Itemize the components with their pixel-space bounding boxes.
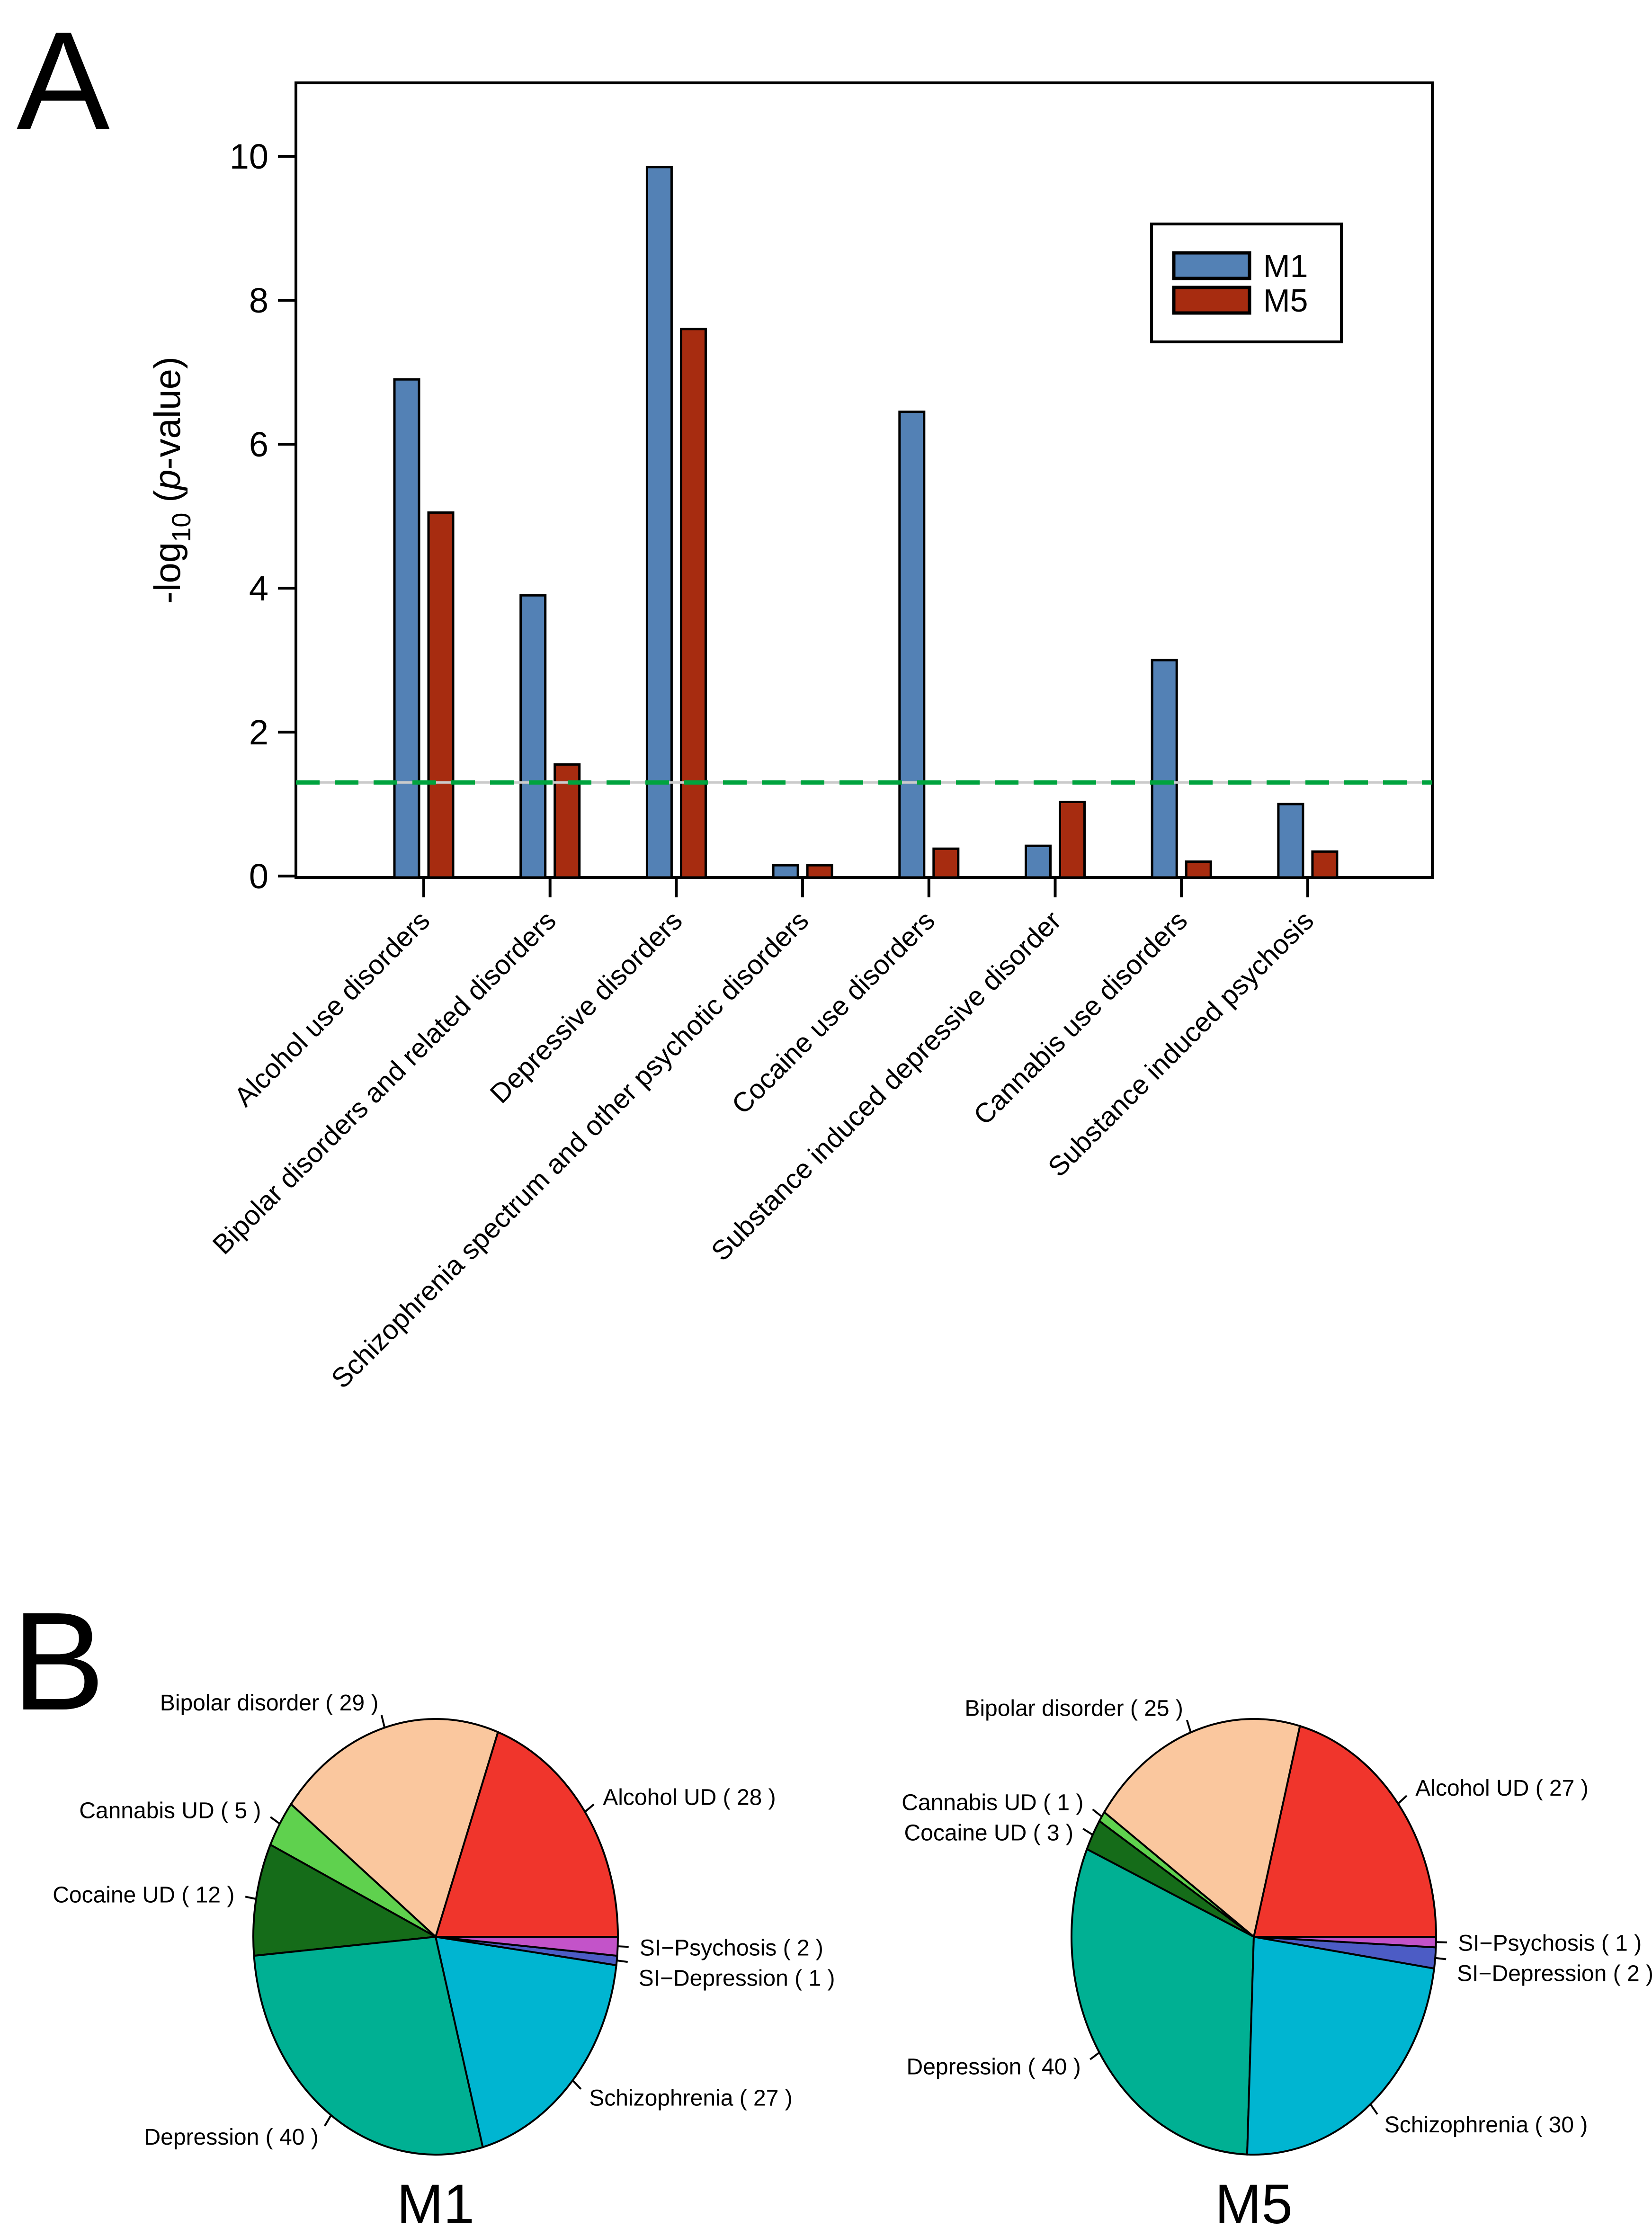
bar-m1-7: [1151, 659, 1178, 879]
pie-label-leader: [380, 1715, 386, 1728]
y-axis-tick-label: 10: [230, 137, 268, 176]
bar-m1-4: [772, 864, 799, 879]
bar-m5-1: [427, 511, 455, 879]
pie-label-cannabis-ud: Cannabis UD ( 5 ): [79, 1799, 261, 1824]
x-axis-category-label: Cocaine use disorders: [726, 905, 941, 1120]
pie-label-bipolar-disorder: Bipolar disorder ( 25 ): [964, 1696, 1183, 1721]
pie-slice-schizophrenia: [434, 1935, 617, 2148]
pie-label-cocaine-ud: Cocaine UD ( 3 ): [904, 1821, 1073, 1846]
bar-m5-7: [1185, 860, 1212, 879]
bar-m1-3: [645, 166, 673, 879]
pie-label-depression: Depression ( 40 ): [144, 2125, 319, 2150]
y-axis-tick-label: 0: [249, 857, 268, 896]
pie-label-depression: Depression ( 40 ): [907, 2055, 1081, 2080]
pie-slice-bipolar-disorder: [1103, 1718, 1301, 1939]
y-axis-title: -log10 (p-value): [146, 357, 196, 604]
pie-label-cannabis-ud: Cannabis UD ( 1 ): [902, 1790, 1083, 1816]
legend-swatch-m5: [1172, 286, 1251, 315]
bar-m1-2: [519, 594, 547, 879]
pie-label-leader: [1089, 2051, 1100, 2060]
pie-label-si-psychosis: SI−Psychosis ( 1 ): [1458, 1931, 1642, 1956]
pie-label-leader: [616, 1960, 628, 1963]
bar-m5-5: [932, 847, 960, 879]
pie-slice-depression: [1071, 1848, 1255, 2156]
pie-label-schizophrenia: Schizophrenia ( 27 ): [589, 2085, 793, 2111]
pie-label-cocaine-ud: Cocaine UD ( 12 ): [53, 1882, 234, 1907]
pie-label-alcohol-ud: Alcohol UD ( 27 ): [1415, 1776, 1588, 1801]
bar-m5-3: [679, 328, 707, 879]
panel-b-figure: B Alcohol UD ( 28 ) Bipolar disorder ( 29…: [12, 1583, 1652, 2236]
pie-label-leader: [617, 1945, 629, 1948]
pie-chart-m1: Alcohol UD ( 28 ) Bipolar disorder ( 29 )…: [53, 1691, 835, 2236]
pie-caption-m1: M1: [397, 2173, 474, 2236]
pie-label-si-depression: SI−Depression ( 2 ): [1457, 1961, 1652, 1986]
legend-label-m5: M5: [1263, 283, 1308, 319]
x-axis-category-label: Cannabis use disorders: [968, 905, 1194, 1131]
legend-label-m1: M1: [1263, 248, 1308, 284]
y-axis-tick-label: 4: [249, 569, 268, 608]
plot-box: [295, 81, 1434, 879]
y-axis-tick-label: 2: [249, 713, 268, 752]
pie-chart-m5: Alcohol UD ( 27 ) Bipolar disorder ( 25 )…: [902, 1696, 1652, 2236]
pie-slice-bipolar-disorder: [289, 1718, 500, 1939]
bar-m1-6: [1025, 844, 1052, 879]
pie-label-leader: [584, 1803, 595, 1813]
pie-label-leader: [572, 2079, 582, 2090]
pie-label-leader: [1082, 1828, 1093, 1836]
pie-label-leader: [1397, 1795, 1408, 1805]
pie-slice-si-psychosis: [1253, 1936, 1438, 1949]
pie-label-si-depression: SI−Depression ( 1 ): [639, 1966, 835, 1991]
y-axis-tick-label: 6: [249, 425, 268, 464]
pie-caption-m5: M5: [1215, 2173, 1293, 2236]
pie-label-leader: [269, 1816, 281, 1825]
pie-label-si-psychosis: SI−Psychosis ( 2 ): [640, 1935, 823, 1960]
pie-label-leader: [324, 2114, 332, 2127]
pie-label-leader: [1435, 1957, 1447, 1960]
pie-label-leader: [1092, 1808, 1103, 1817]
pie-slice-depression: [253, 1935, 484, 2156]
pie-label-alcohol-ud: Alcohol UD ( 28 ): [603, 1785, 776, 1810]
bar-m1-5: [898, 411, 926, 879]
bar-m5-8: [1311, 850, 1339, 879]
x-axis-category-label: Substance induced psychosis: [1042, 905, 1320, 1182]
pie-label-schizophrenia: Schizophrenia ( 30 ): [1384, 2112, 1588, 2138]
pie-label-leader: [245, 1896, 257, 1900]
legend-swatch-m1: [1172, 251, 1251, 280]
pie-label-leader: [1369, 2103, 1378, 2115]
panel-a-label: A: [17, 2, 110, 159]
panel-b-label: B: [12, 1583, 105, 1739]
pie-label-leader: [1186, 1719, 1192, 1733]
pie-label-bipolar-disorder: Bipolar disorder ( 29 ): [160, 1691, 379, 1716]
legend-box: [1150, 223, 1343, 343]
x-axis-category-label: Schizophrenia spectrum and other psychot…: [325, 905, 814, 1394]
bar-m1-8: [1277, 803, 1304, 879]
bar-m5-4: [806, 864, 833, 879]
pie-slice-si-psychosis: [435, 1936, 619, 1957]
y-axis-tick-label: 8: [249, 281, 268, 320]
bar-m1-1: [393, 378, 420, 879]
bar-m5-6: [1059, 800, 1086, 879]
